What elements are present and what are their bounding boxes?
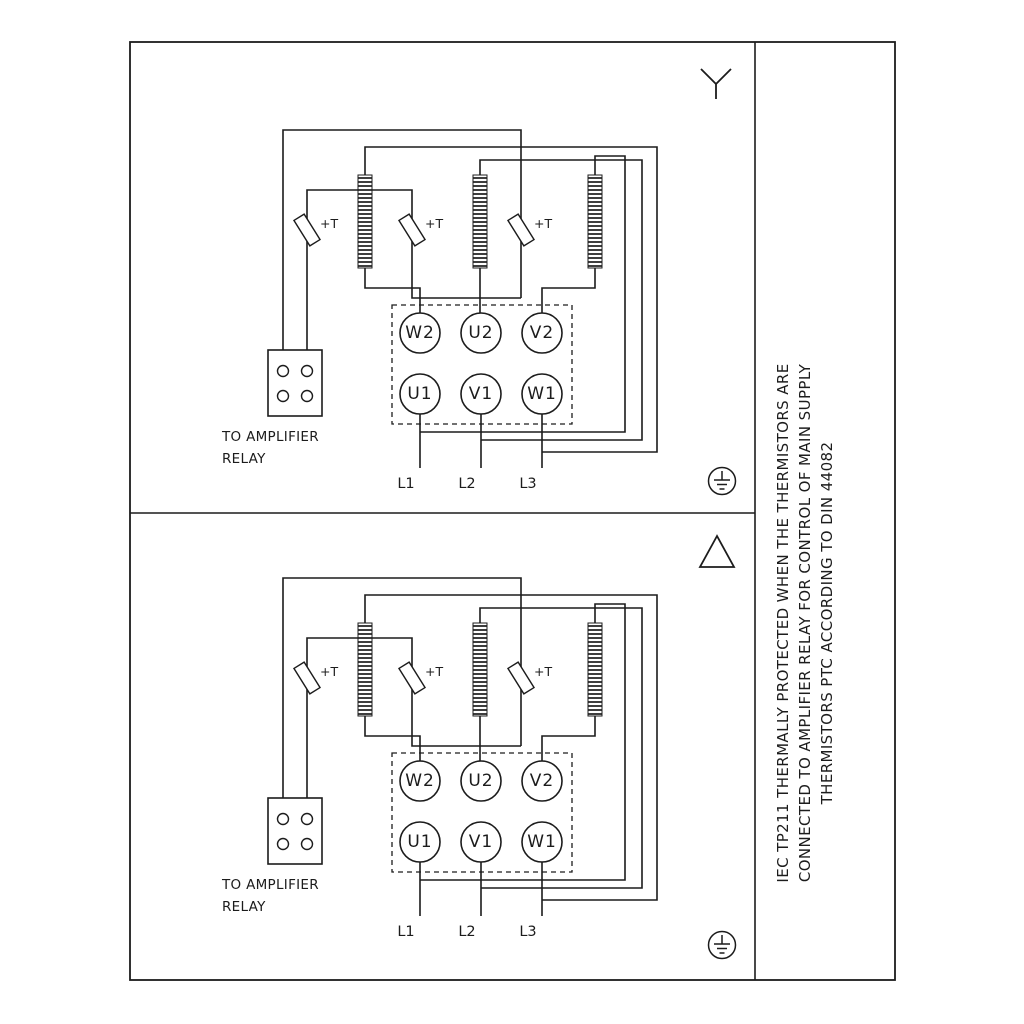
delta-connection-icon bbox=[698, 534, 736, 568]
star-panel bbox=[220, 129, 658, 493]
earth-ground-icon bbox=[707, 466, 737, 496]
side-note-line2: CONNECTED TO AMPLIFIER RELAY FOR CONTROL… bbox=[796, 363, 814, 882]
diagram-frame bbox=[129, 41, 896, 981]
delta-panel bbox=[220, 577, 658, 941]
earth-ground-icon bbox=[707, 930, 737, 960]
side-note: IEC TP211 THERMALLY PROTECTED WHEN THE T… bbox=[774, 363, 836, 882]
side-note-line1: IEC TP211 THERMALLY PROTECTED WHEN THE T… bbox=[774, 363, 792, 882]
star-wye-connection-icon bbox=[700, 68, 732, 99]
side-note-line3: THERMISTORS PTC ACCORDING TO DIN 44082 bbox=[818, 442, 836, 806]
